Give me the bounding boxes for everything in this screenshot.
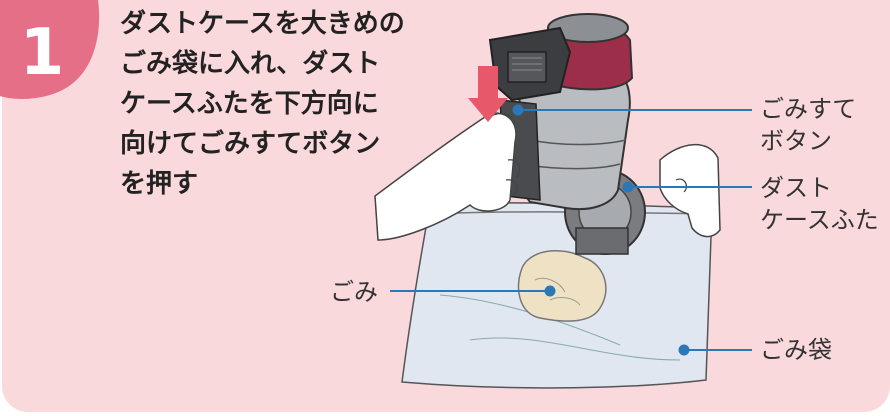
dust-clump (517, 250, 607, 322)
label-dust-cover: ダスト ケースふた (760, 172, 879, 236)
label-line: ダスト (760, 174, 832, 202)
instruction-text: ダストケースを大きめの ごみ袋に入れ、ダスト ケースふたを下方向に 向けてごみす… (120, 4, 460, 204)
down-arrow-icon (468, 66, 508, 122)
instruction-line: 向けてごみすてボタン (120, 129, 381, 159)
label-line: ボタン (760, 127, 832, 155)
step-badge-shape (0, 0, 100, 99)
label-line: ごみすて (760, 95, 857, 123)
label-dust-button: ごみすて ボタン (760, 93, 856, 157)
label-line: ケースふた (760, 206, 879, 234)
instruction-line: を押す (120, 169, 199, 199)
instruction-line: ダストケースを大きめの (120, 9, 405, 39)
step-badge: 1 (0, 0, 100, 100)
instruction-line: ケースふたを下方向に (120, 89, 379, 119)
label-dust: ごみ (330, 278, 378, 306)
right-hand (659, 143, 721, 238)
left-hand (374, 112, 517, 241)
step-number: 1 (19, 16, 65, 90)
instruction-line: ごみ袋に入れ、ダスト (120, 49, 381, 79)
label-bag: ごみ袋 (760, 336, 832, 364)
